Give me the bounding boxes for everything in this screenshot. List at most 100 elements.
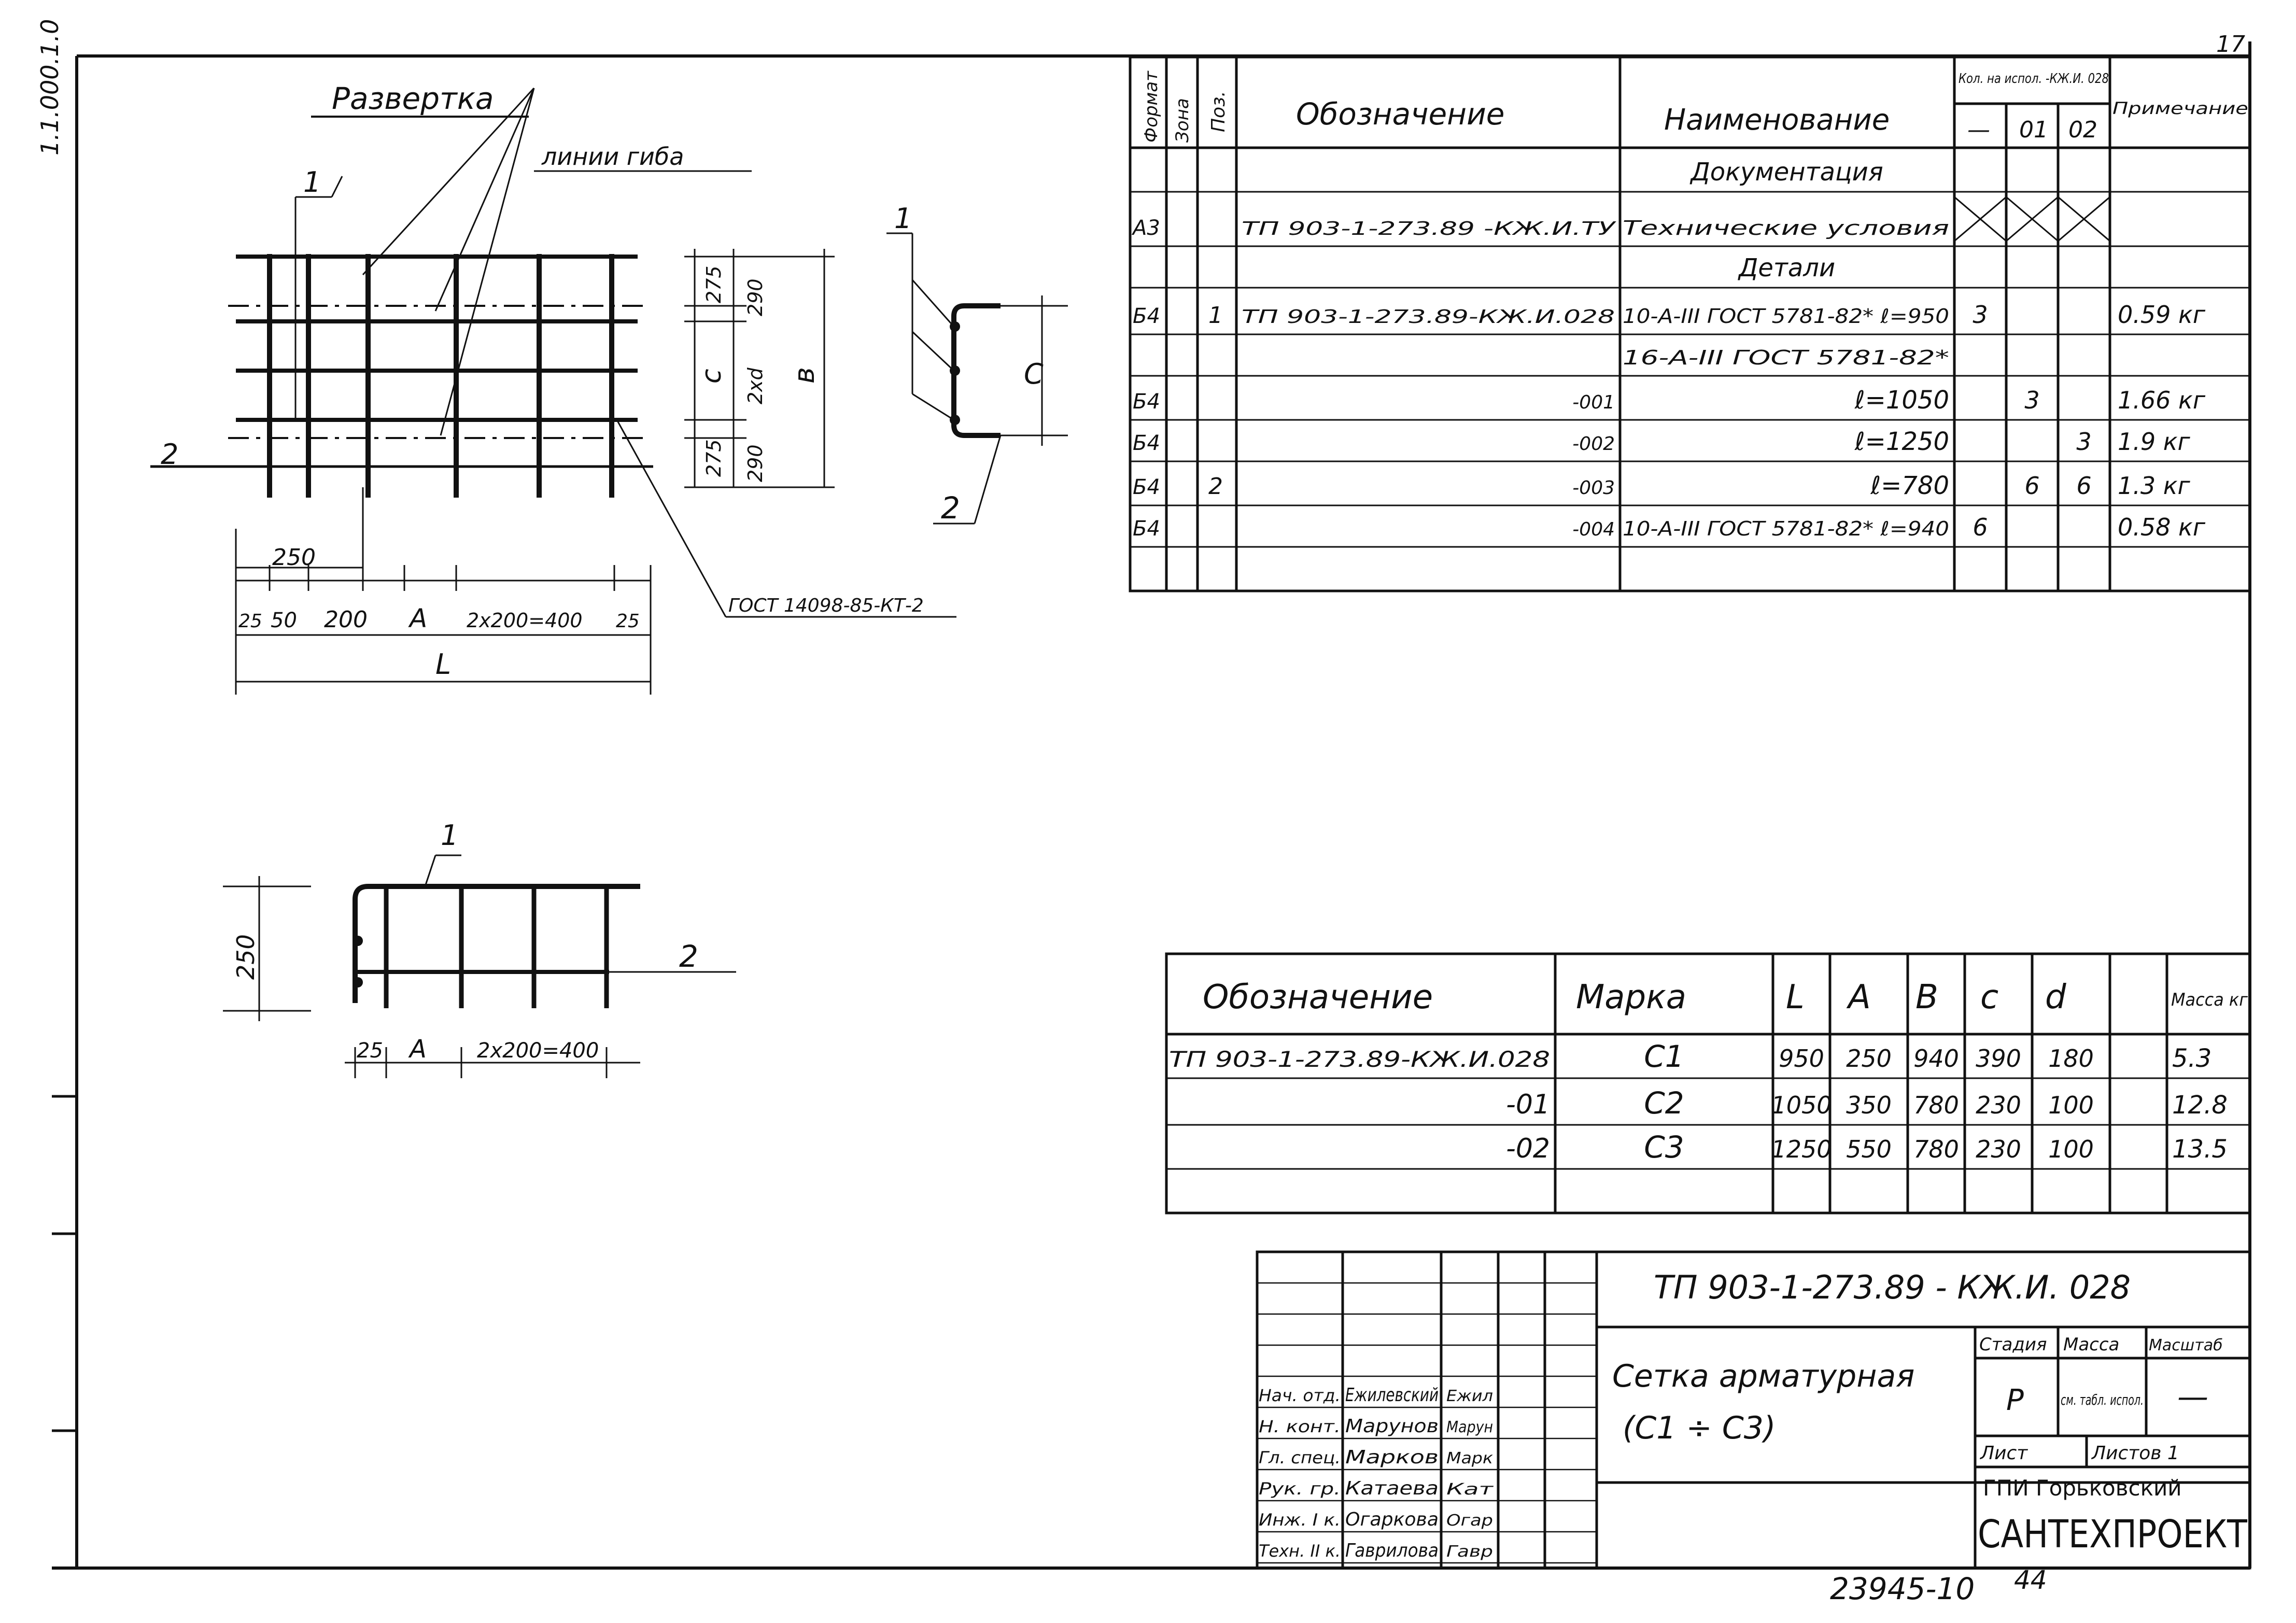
dim-290b: 290 — [744, 444, 767, 482]
stamp-name: Марков — [1345, 1447, 1439, 1468]
spec-cell-format: Б4 — [1133, 390, 1160, 414]
marks-cell-C: 390 — [1976, 1045, 2021, 1072]
spec-cell-format: Б4 — [1133, 475, 1160, 499]
spec-h-qty-dash: — — [1967, 117, 1990, 143]
spec-cell-note: 0.58 кг — [2118, 513, 2206, 541]
dim-c: c — [696, 369, 727, 384]
dim-290a: 290 — [744, 278, 767, 316]
marks-cell-C: 230 — [1976, 1091, 2021, 1119]
footer-inv-number: 23945-10 — [1830, 1571, 1975, 1606]
lower-250: 250 — [232, 934, 260, 980]
dim-b: в — [788, 367, 821, 384]
marks-cell-B: 780 — [1913, 1135, 1959, 1163]
marks-cell-mass: 12.8 — [2172, 1091, 2228, 1120]
stamp-role: Инж. I к. — [1259, 1510, 1341, 1530]
stamp-scale-hdr: Масштаб — [2149, 1336, 2223, 1354]
marks-cell-d: 100 — [2048, 1135, 2094, 1163]
side-1: 1 — [894, 202, 912, 235]
marks-cell-A: 250 — [1846, 1045, 1892, 1072]
stamp-signature: Гавр — [1446, 1543, 1493, 1561]
spec-cell-pos: 2 — [1208, 473, 1223, 500]
spec-cell-qty: 3 — [2024, 386, 2039, 414]
stamp-name: Катаева — [1345, 1478, 1439, 1499]
stamp-signature: Огар — [1446, 1512, 1493, 1530]
lower-25: 25 — [357, 1039, 383, 1063]
spec-cell-name: 10-А-III ГОСТ 5781-82* ℓ=950 — [1623, 305, 1949, 328]
spec-cell-format: А3 — [1131, 216, 1160, 240]
marks-h-B: B — [1915, 978, 1938, 1017]
dim-2xd: 2xd — [744, 367, 767, 404]
spec-cell-name: ℓ=1050 — [1854, 386, 1949, 415]
spec-cell-note: 1.9 кг — [2118, 428, 2191, 456]
marks-cell-L: 950 — [1779, 1045, 1824, 1072]
margin-ticks — [52, 1095, 77, 1432]
marks-cell-B: 780 — [1913, 1091, 1959, 1119]
spec-cell-designation: ТП 903-1-273.89-КЖ.И.028 — [1242, 306, 1615, 328]
marks-h-C: c — [1980, 978, 1998, 1017]
title-block: ТП 903-1-273.89 - КЖ.И. 028 Сетка армату… — [1256, 1250, 2251, 1570]
stamp-mass-val: см. табл. испол. — [2061, 1391, 2144, 1408]
stamp-title-2: (С1 ÷ С3) — [1623, 1410, 1776, 1446]
stamp-org-1: ГПИ Горьковский — [1983, 1475, 2182, 1501]
spec-cell-format: Б4 — [1133, 517, 1160, 541]
weld-gost: ГОСТ 14098-85-КТ-2 — [728, 595, 924, 616]
spec-cell-format: Б4 — [1133, 431, 1160, 455]
footer-page: 44 — [2014, 1565, 2047, 1595]
spec-cell-name: ℓ=780 — [1870, 471, 1949, 500]
marks-cell-A: 350 — [1846, 1091, 1892, 1119]
marks-h-mark: Марка — [1576, 978, 1686, 1017]
stamp-role: Н. конт. — [1259, 1417, 1341, 1436]
spec-h-qty-group: Кол. на испол. -КЖ.И. 028 — [1959, 71, 2109, 87]
spec-cell-designation: -003 — [1572, 477, 1615, 499]
spec-cell-designation: -001 — [1572, 392, 1615, 413]
spec-cell-note: 1.66 кг — [2118, 386, 2206, 414]
corner-mark: 17 — [2216, 31, 2245, 58]
lower-1: 1 — [441, 819, 458, 852]
marker-2: 2 — [161, 438, 178, 471]
marks-cell-A: 550 — [1846, 1135, 1892, 1163]
marks-h-designation: Обозначение — [1203, 978, 1433, 1017]
side-2: 2 — [941, 490, 960, 526]
stamp-signature: Марк — [1446, 1449, 1493, 1467]
spec-cell-designation: -002 — [1572, 433, 1615, 455]
stamp-name: Марунов — [1345, 1416, 1439, 1437]
stamp-name: Ежилевский — [1345, 1385, 1439, 1406]
stamp-signature: Кат — [1446, 1480, 1494, 1499]
spec-cell-name: Детали — [1738, 253, 1835, 283]
transverse-bars — [236, 255, 638, 422]
dim-25b: 25 — [616, 611, 640, 632]
marks-h-d: d — [2045, 978, 2066, 1017]
lower-A: A — [408, 1035, 427, 1064]
spec-cell-qty: 6 — [2076, 472, 2091, 500]
razvertka-title: Развертка — [332, 81, 494, 116]
stamp-name: Огаркова — [1345, 1509, 1439, 1530]
stamp-name: Гаврилова — [1345, 1540, 1439, 1561]
spec-cell-note: 1.3 кг — [2118, 472, 2191, 500]
spec-cell-note: 0.59 кг — [2118, 301, 2206, 329]
stamp-role: Гл. спец. — [1259, 1448, 1341, 1467]
stamp-scale-val: — — [2177, 1379, 2208, 1415]
marks-cell-C: 230 — [1976, 1135, 2021, 1163]
stamp-role: Нач. отд. — [1259, 1386, 1341, 1405]
marks-cell-mark: С2 — [1644, 1085, 1684, 1121]
marks-cell-L: 1250 — [1771, 1135, 1832, 1163]
bottom-dims — [235, 487, 652, 695]
spec-cell-name: Документация — [1689, 158, 1883, 187]
spec-cell-name: 16-А-III ГОСТ 5781-82* — [1623, 346, 1949, 369]
right-dims — [684, 249, 835, 488]
spec-cell-qty: 3 — [1973, 301, 1988, 329]
sheet-frame — [52, 41, 2251, 1570]
marks-cell-mass: 13.5 — [2172, 1135, 2228, 1164]
spec-cell-name: 10-А-III ГОСТ 5781-82* ℓ=940 — [1623, 517, 1949, 540]
dim-A: A — [408, 603, 427, 633]
spec-cell-name: ℓ=1250 — [1854, 427, 1949, 456]
spec-cell-name: Технические условия — [1623, 217, 1949, 239]
marks-cell-designation: ТП 903-1-273.89-КЖ.И.028 — [1169, 1047, 1550, 1072]
dim-L: L — [435, 648, 451, 681]
spec-cell-pos: 1 — [1208, 302, 1223, 329]
spec-h-name: Наименование — [1664, 103, 1890, 137]
lower-section: 250 1 2 25 A 2x200=400 — [223, 819, 736, 1078]
marks-table: Обозначение Марка L A B c d Масса кг — [1165, 952, 2251, 1215]
